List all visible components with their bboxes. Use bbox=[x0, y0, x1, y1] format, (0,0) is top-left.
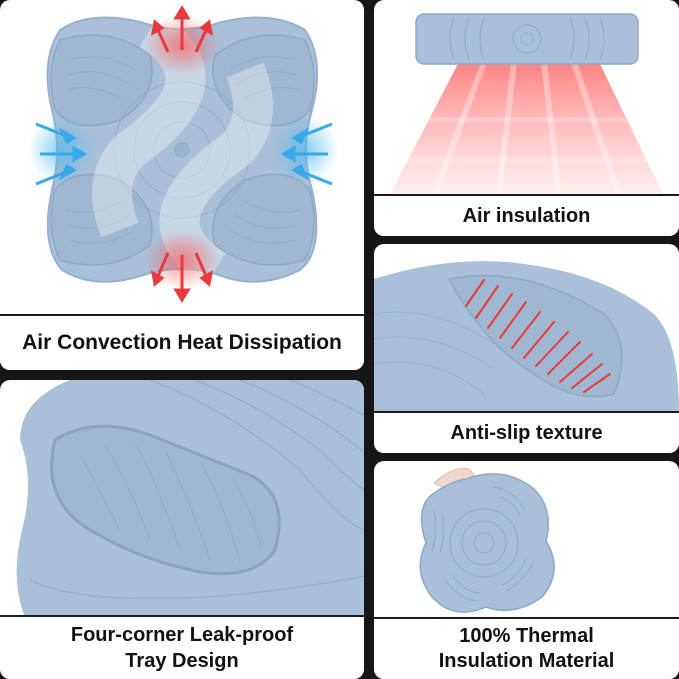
thermal-insulation-panel: 100% Thermal Insulation Material bbox=[374, 461, 679, 679]
thermal-insulation-caption-line1: 100% Thermal bbox=[459, 625, 594, 647]
pad-corner-bottom-left bbox=[50, 173, 153, 266]
cool-arrows-left bbox=[35, 122, 87, 186]
thermal-insulation-caption-line2: Insulation Material bbox=[438, 650, 615, 672]
air-insulation-caption-text: Air insulation bbox=[462, 204, 591, 227]
air-convection-panel: Air Convection Heat Dissipation bbox=[0, 0, 364, 370]
anti-slip-caption: Anti-slip texture bbox=[374, 411, 679, 453]
air-insulation-panel: Air insulation bbox=[374, 0, 679, 236]
pad-flexing bbox=[419, 473, 555, 613]
air-insulation-illustration bbox=[389, 13, 664, 196]
pad-side-view bbox=[415, 13, 639, 65]
convection-pad-illustration bbox=[28, 5, 339, 303]
heat-beam bbox=[389, 62, 664, 196]
anti-slip-illustration bbox=[374, 261, 679, 413]
thermal-insulation-caption: 100% Thermal Insulation Material bbox=[374, 617, 679, 679]
thermal-insulation-illustration bbox=[419, 467, 555, 613]
anti-slip-caption-text: Anti-slip texture bbox=[450, 421, 603, 444]
leak-proof-panel: Four-corner Leak-proof Tray Design bbox=[0, 380, 364, 679]
pad-corner-bottom-right bbox=[212, 173, 315, 266]
pad-corner-top-left bbox=[50, 34, 153, 127]
heat-arrows-bottom bbox=[150, 252, 214, 303]
leak-proof-caption-line1: Four-corner Leak-proof bbox=[70, 624, 294, 646]
air-convection-caption-text: Air Convection Heat Dissipation bbox=[22, 331, 342, 354]
leak-proof-tray-well bbox=[50, 424, 281, 576]
leak-proof-caption: Four-corner Leak-proof Tray Design bbox=[0, 615, 364, 679]
leak-proof-illustration bbox=[16, 380, 364, 617]
air-insulation-caption: Air insulation bbox=[374, 194, 679, 236]
pad-corner-top-right bbox=[212, 34, 315, 127]
leak-proof-caption-line2: Tray Design bbox=[125, 650, 239, 672]
air-convection-caption: Air Convection Heat Dissipation bbox=[0, 314, 364, 370]
anti-slip-ridges bbox=[465, 279, 611, 393]
heat-arrows-top bbox=[150, 5, 214, 53]
anti-slip-panel: Anti-slip texture bbox=[374, 244, 679, 453]
cool-arrows-right bbox=[281, 122, 333, 186]
pad-center-dot bbox=[174, 142, 190, 158]
